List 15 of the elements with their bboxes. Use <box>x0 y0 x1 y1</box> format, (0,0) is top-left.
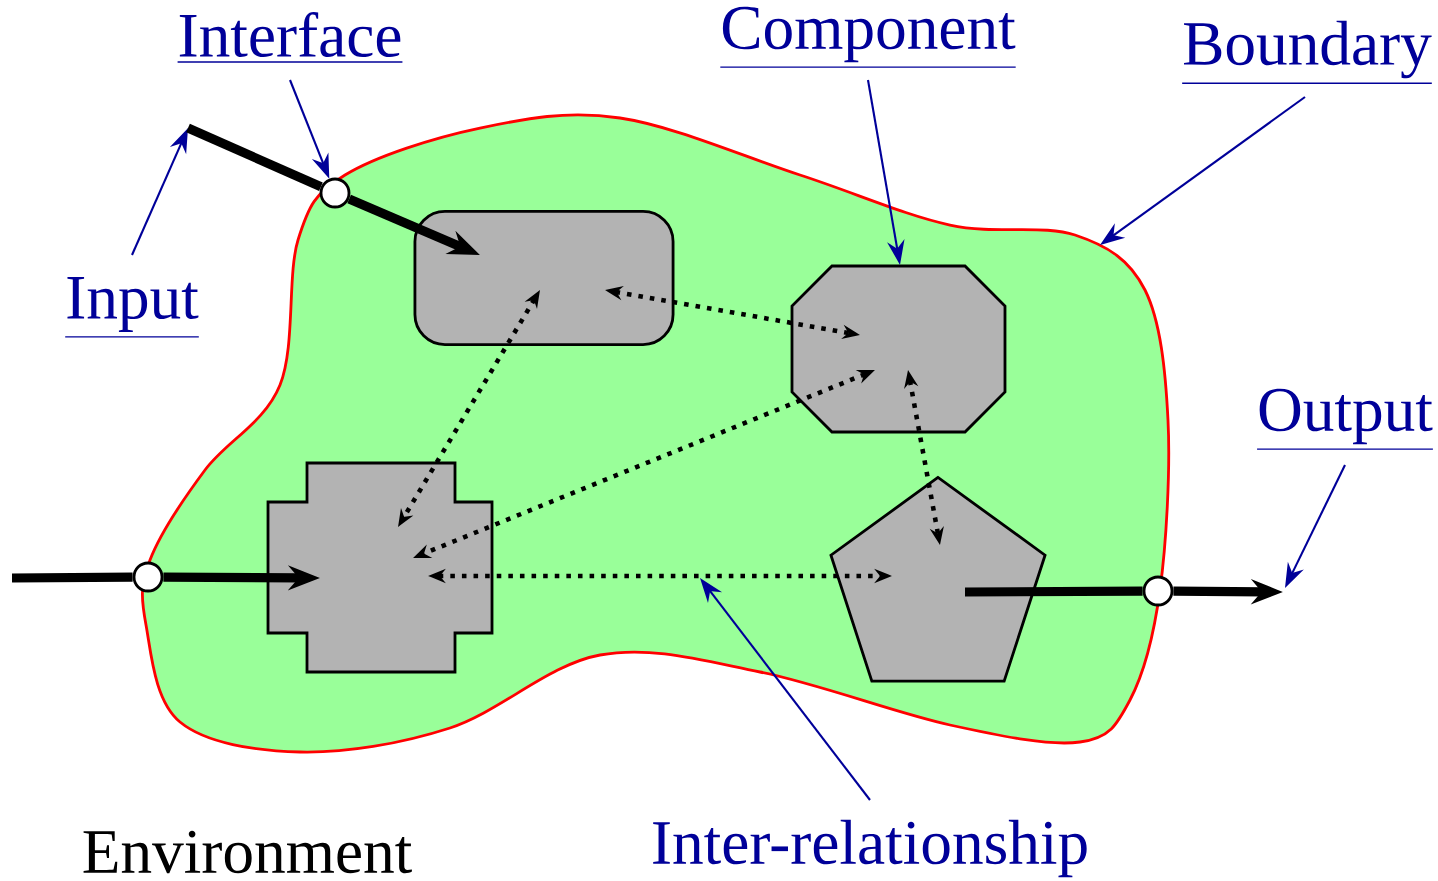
callout-label: Interface <box>176 11 404 63</box>
environment-label: Environment <box>83 830 412 874</box>
line <box>11 572 133 583</box>
component-box <box>413 210 675 346</box>
callout-label: Component <box>719 6 1017 68</box>
callout-label: Inter-relationship <box>653 819 1087 878</box>
callout-label: Input <box>64 277 200 338</box>
line <box>964 586 1143 597</box>
callout-label: Boundary <box>1181 20 1433 84</box>
interface-circle <box>1142 575 1174 607</box>
interface-circle <box>319 177 351 209</box>
component-cross <box>266 461 494 674</box>
interface-circle <box>132 561 164 593</box>
callout-label: Output <box>1256 388 1434 450</box>
line <box>186 123 323 191</box>
